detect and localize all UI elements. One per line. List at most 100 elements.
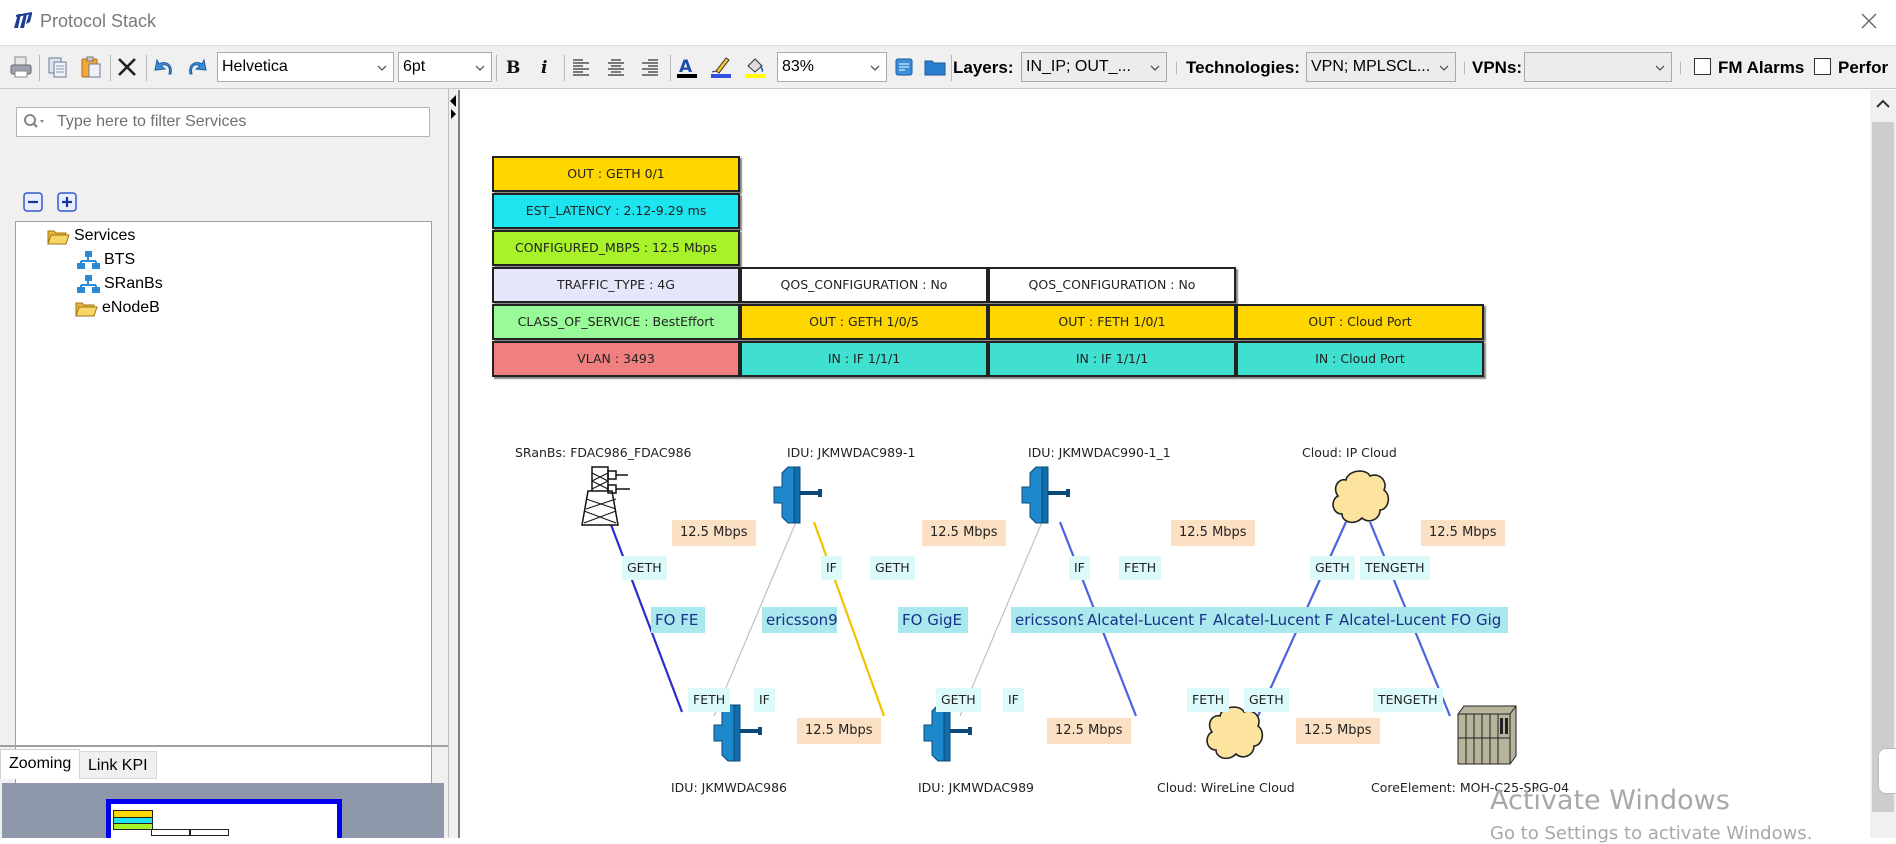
open-folder-icon[interactable]	[922, 54, 948, 80]
expand-all-icon[interactable]	[57, 192, 77, 212]
collapse-all-icon[interactable]	[23, 192, 43, 212]
svg-text:i: i	[541, 58, 547, 78]
node-label: IDU: JKMWDAC989	[918, 780, 1034, 795]
text-color-icon[interactable]: A	[674, 54, 700, 80]
link-technology-label[interactable]: FO FE	[651, 607, 705, 633]
microwave-antenna-icon[interactable]	[1012, 465, 1082, 525]
layers-select[interactable]: IN_IP; OUT_...	[1021, 52, 1167, 82]
panel-splitter[interactable]	[0, 745, 448, 747]
technologies-select[interactable]: VPN; MPLSCL...	[1306, 52, 1456, 82]
cloud-icon[interactable]	[1202, 704, 1268, 762]
link-technology-label[interactable]: ericsson9	[762, 607, 837, 633]
link-technology-label[interactable]: Alcatel-Lucent F	[1209, 607, 1339, 633]
core-rack-icon[interactable]	[1456, 704, 1518, 766]
stack-cell[interactable]: OUT : FETH 1/0/1	[988, 304, 1236, 340]
collapse-left-icon[interactable]	[450, 95, 456, 107]
close-icon[interactable]	[1856, 8, 1882, 34]
zoom-overview[interactable]	[2, 783, 444, 838]
panel-divider[interactable]	[448, 89, 458, 838]
toolbar-separator	[496, 55, 497, 81]
font-family-value: Helvetica	[222, 58, 288, 75]
stack-cell[interactable]: QOS_CONFIGURATION : No	[740, 267, 988, 303]
link-line[interactable]	[959, 521, 1043, 717]
stack-cell[interactable]: OUT : Cloud Port	[1236, 304, 1484, 340]
link-technology-label[interactable]: Alcatel-Lucent FO Gig	[1335, 607, 1508, 633]
stack-cell[interactable]: OUT : GETH 0/1	[492, 156, 740, 192]
font-size-select[interactable]: 6pt	[398, 52, 492, 82]
align-center-icon[interactable]	[603, 54, 629, 80]
tab-link-kpi[interactable]: Link KPI	[79, 751, 157, 779]
protocol-stack-canvas[interactable]: OUT : GETH 0/1 EST_LATENCY : 2.12-9.29 m…	[458, 90, 1870, 838]
zoom-value: 83%	[782, 58, 815, 75]
stack-cell[interactable]: IN : IF 1/1/1	[740, 341, 988, 377]
fm-alarms-checkbox[interactable]	[1694, 58, 1711, 75]
microwave-antenna-icon[interactable]	[764, 465, 834, 525]
print-icon[interactable]	[8, 54, 34, 80]
tab-zooming[interactable]: Zooming	[0, 749, 81, 779]
toolbar-separator	[564, 55, 565, 81]
stack-cell[interactable]: VLAN : 3493	[492, 341, 740, 377]
toolbar: Helvetica 6pt B i A 83%	[0, 45, 1896, 89]
node-label: Cloud: WireLine Cloud	[1157, 780, 1295, 795]
zoom-select[interactable]: 83%	[777, 52, 887, 82]
stack-cell[interactable]: TRAFFIC_TYPE : 4G	[492, 267, 740, 303]
vpns-select[interactable]	[1524, 52, 1672, 82]
node-label: IDU: JKMWDAC986	[671, 780, 787, 795]
stack-cell[interactable]: QOS_CONFIGURATION : No	[988, 267, 1236, 303]
port-label: GETH	[1244, 688, 1289, 712]
mini-cell	[113, 823, 153, 830]
search-icon	[24, 114, 44, 128]
link-technology-label[interactable]: FO GigE	[898, 607, 968, 633]
stack-cell[interactable]: CONFIGURED_MBPS : 12.5 Mbps	[492, 230, 740, 266]
stack-cell[interactable]: CLASS_OF_SERVICE : BestEffort	[492, 304, 740, 340]
stack-cell[interactable]: IN : Cloud Port	[1236, 341, 1484, 377]
line-color-swatch	[711, 74, 731, 78]
link-line[interactable]	[608, 521, 684, 713]
link-technology-label[interactable]: ericsson9	[1011, 607, 1087, 633]
window-title: Protocol Stack	[40, 11, 157, 31]
stack-cell[interactable]: EST_LATENCY : 2.12-9.29 ms	[492, 193, 740, 229]
cell-tower-icon[interactable]	[578, 465, 648, 527]
font-family-select[interactable]: Helvetica	[217, 52, 394, 82]
port-label: GETH	[622, 556, 667, 580]
bold-icon[interactable]: B	[500, 54, 526, 80]
copy-icon[interactable]	[45, 54, 71, 80]
stack-cell[interactable]: OUT : GETH 1/0/5	[740, 304, 988, 340]
scrollbar-thumb[interactable]	[1872, 122, 1894, 812]
cloud-icon[interactable]	[1328, 468, 1394, 526]
scroll-up-icon[interactable]	[1875, 98, 1891, 110]
performance-checkbox[interactable]	[1814, 58, 1831, 75]
fill-color-icon[interactable]	[742, 54, 768, 80]
microwave-antenna-icon[interactable]	[704, 703, 774, 763]
port-label: GETH	[870, 556, 915, 580]
bandwidth-label: 12.5 Mbps	[1421, 520, 1505, 546]
microwave-antenna-icon[interactable]	[914, 703, 984, 763]
redo-icon[interactable]	[184, 54, 210, 80]
align-right-icon[interactable]	[637, 54, 663, 80]
link-line[interactable]	[713, 521, 797, 717]
port-label: TENGETH	[1373, 688, 1443, 712]
align-left-icon[interactable]	[568, 54, 594, 80]
chevron-down-icon	[475, 65, 485, 71]
properties-icon[interactable]	[891, 54, 917, 80]
italic-icon[interactable]: i	[532, 54, 558, 80]
services-filter-input[interactable]: Type here to filter Services	[16, 107, 430, 137]
stack-cell[interactable]: IN : IF 1/1/1	[988, 341, 1236, 377]
hierarchy-icon	[77, 275, 100, 293]
undo-icon[interactable]	[151, 54, 177, 80]
canvas-vertical-scrollbar[interactable]	[1870, 90, 1896, 838]
technologies-label: Technologies:	[1186, 58, 1300, 77]
delete-icon[interactable]	[114, 54, 140, 80]
expand-right-icon[interactable]	[451, 109, 456, 119]
line-color-icon[interactable]	[708, 54, 734, 80]
toolbar-separator	[110, 55, 111, 81]
link-line[interactable]	[812, 521, 886, 717]
toolbar-separator	[951, 55, 952, 81]
paste-icon[interactable]	[78, 54, 104, 80]
bottom-tabs: Zooming Link KPI	[0, 749, 448, 779]
zoom-viewport-rect[interactable]	[106, 799, 342, 838]
link-technology-label[interactable]: Alcatel-Lucent F	[1083, 607, 1213, 633]
layers-label: Layers:	[953, 58, 1014, 77]
port-label: TENGETH	[1360, 556, 1430, 580]
side-panel-handle[interactable]	[1878, 748, 1896, 794]
